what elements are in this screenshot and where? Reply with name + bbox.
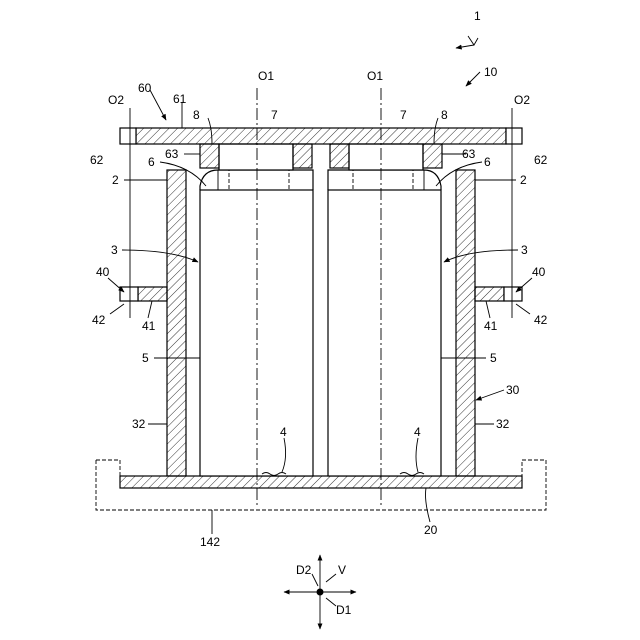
label-case-left: 2 [112,173,119,187]
label-wall-left: 32 [132,417,146,431]
spacer-right-outer [423,144,442,168]
label-dir-v: V [338,563,346,577]
label-spacer-left: 63 [165,147,179,161]
labels: 1 10 60 61 O2 O2 O1 O1 8 8 7 7 62 62 63 … [90,9,548,617]
cell-body-right [328,190,441,476]
label-terminal-left: 7 [271,108,278,122]
label-bracket-plate-left: 41 [142,319,156,333]
label-cell-body-left: 5 [142,351,149,365]
label-bracket-end-left: 42 [92,313,106,327]
label-bracket-end-right: 42 [534,313,548,327]
label-wall-right: 32 [496,417,510,431]
cover-plate [136,128,506,144]
label-spacer-right: 63 [462,147,476,161]
label-cell-top-right: 6 [484,155,491,169]
label-bracket-right: 40 [532,265,546,279]
label-cell-side-left: 3 [111,243,118,257]
label-bottom-face-right: 4 [414,425,421,439]
label-axis-o1-left: O1 [258,69,274,83]
cell-cap-left [200,170,313,190]
cell-body-left [200,190,313,476]
label-terminal-block-right: 8 [441,108,448,122]
label-axis-o1-right: O1 [367,69,383,83]
label-cell-side-right: 3 [521,243,528,257]
spacer-left-inner [293,144,312,168]
label-case-right: 2 [520,173,527,187]
wall-right [456,170,475,476]
label-cell-body-right: 5 [490,351,497,365]
label-cover: 60 [138,81,152,95]
bracket-plate-right [475,287,504,301]
spacer-right-inner [330,144,349,168]
terminal-housing-right [349,144,423,170]
label-cell-top-left: 6 [148,155,155,169]
label-axis-o2-left: O2 [108,93,124,107]
cover-edge-left [120,128,136,144]
label-base-plate: 20 [424,523,438,537]
spacer-left-outer [200,144,219,168]
wall-left [167,170,186,476]
bracket-plate-left [138,287,167,301]
label-assembly: 1 [474,9,481,23]
label-bottom-face-left: 4 [280,425,287,439]
terminal-housing-left [219,144,293,170]
base-plate [120,476,522,488]
label-dir-d2: D2 [296,563,312,577]
label-bracket-plate-right: 41 [484,319,498,333]
label-unit: 10 [484,65,498,79]
label-wall-assembly: 30 [506,383,520,397]
label-cover-plate: 61 [173,92,187,106]
label-dir-d1: D1 [336,603,352,617]
label-cover-edge-right: 62 [534,153,548,167]
cover-edge-right [506,128,522,144]
label-axis-o2-right: O2 [514,93,530,107]
label-bracket-left: 40 [96,265,110,279]
label-terminal-block-left: 8 [193,108,200,122]
label-terminal-right: 7 [400,108,407,122]
bracket-end-left [120,287,138,301]
label-cover-edge-left: 62 [90,153,104,167]
label-tray: 142 [200,535,220,549]
